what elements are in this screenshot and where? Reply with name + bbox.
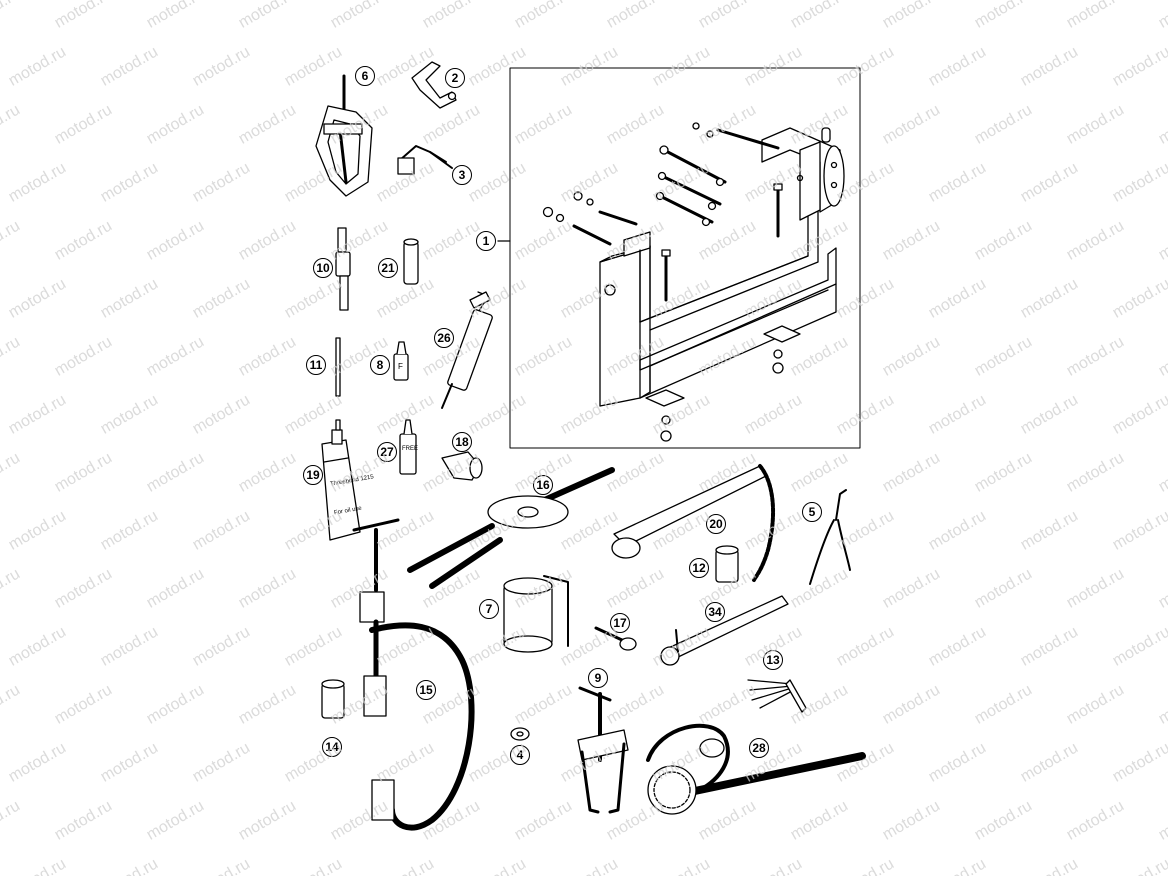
grease-gun-item-26	[441, 291, 493, 409]
callout-7: 7	[479, 599, 499, 619]
tool-item-10	[335, 227, 351, 311]
bottle-27-label: FREE	[402, 446, 419, 452]
callout-26: 26	[434, 328, 454, 348]
chain-wrench-item-20	[611, 464, 775, 582]
holding-wrench-item-34	[660, 595, 789, 666]
callout-19: 19	[303, 465, 323, 485]
callout-18: 18	[452, 432, 472, 452]
tool-item-3	[397, 145, 453, 175]
callout-21: 21	[378, 258, 398, 278]
sleeve-item-14	[321, 679, 345, 719]
bottle-item-8	[393, 341, 409, 381]
rod-item-11	[335, 337, 341, 397]
callout-17: 17	[610, 613, 630, 633]
sleeve-item-21	[403, 238, 419, 285]
callout-28: 28	[749, 738, 769, 758]
callout-8: 8	[370, 355, 390, 375]
circlip-pliers-item-5	[809, 489, 851, 585]
engine-stand-box	[509, 67, 861, 449]
flywheel-puller-item-16	[407, 467, 615, 589]
callout-34: 34	[705, 602, 725, 622]
callout-2: 2	[445, 68, 465, 88]
callout-1: 1	[476, 231, 496, 251]
feeler-gauge-item-13	[747, 679, 807, 713]
callout-20: 20	[706, 514, 726, 534]
callout-9: 9	[588, 668, 608, 688]
ring-compressor-item-7	[503, 575, 569, 653]
callout-13: 13	[763, 650, 783, 670]
callout-16: 16	[533, 475, 553, 495]
callout-12: 12	[689, 558, 709, 578]
bottle-8-label: F	[398, 362, 403, 371]
tool-item-17	[594, 626, 637, 651]
sealant-tube-item-19	[321, 419, 361, 541]
clutch-holder-item-28	[646, 723, 866, 815]
lever-item-2	[411, 61, 457, 109]
callout-3: 3	[452, 165, 472, 185]
callout-6: 6	[355, 66, 375, 86]
bottle-item-27	[399, 419, 417, 475]
sleeve-item-12	[715, 545, 739, 583]
callout-15: 15	[416, 680, 436, 700]
puller-item-6	[315, 74, 373, 197]
bearing-puller-item-9	[577, 686, 629, 814]
callout-10: 10	[313, 258, 333, 278]
valve-spring-compressor-item-15	[352, 518, 475, 831]
callout-4: 4	[510, 745, 530, 765]
callout-11: 11	[306, 355, 326, 375]
callout-5: 5	[802, 502, 822, 522]
washer-item-4	[510, 727, 530, 741]
engine-stand-item-1	[497, 67, 861, 449]
callout-14: 14	[322, 737, 342, 757]
callout-27: 27	[377, 442, 397, 462]
adapter-item-18	[441, 451, 483, 481]
